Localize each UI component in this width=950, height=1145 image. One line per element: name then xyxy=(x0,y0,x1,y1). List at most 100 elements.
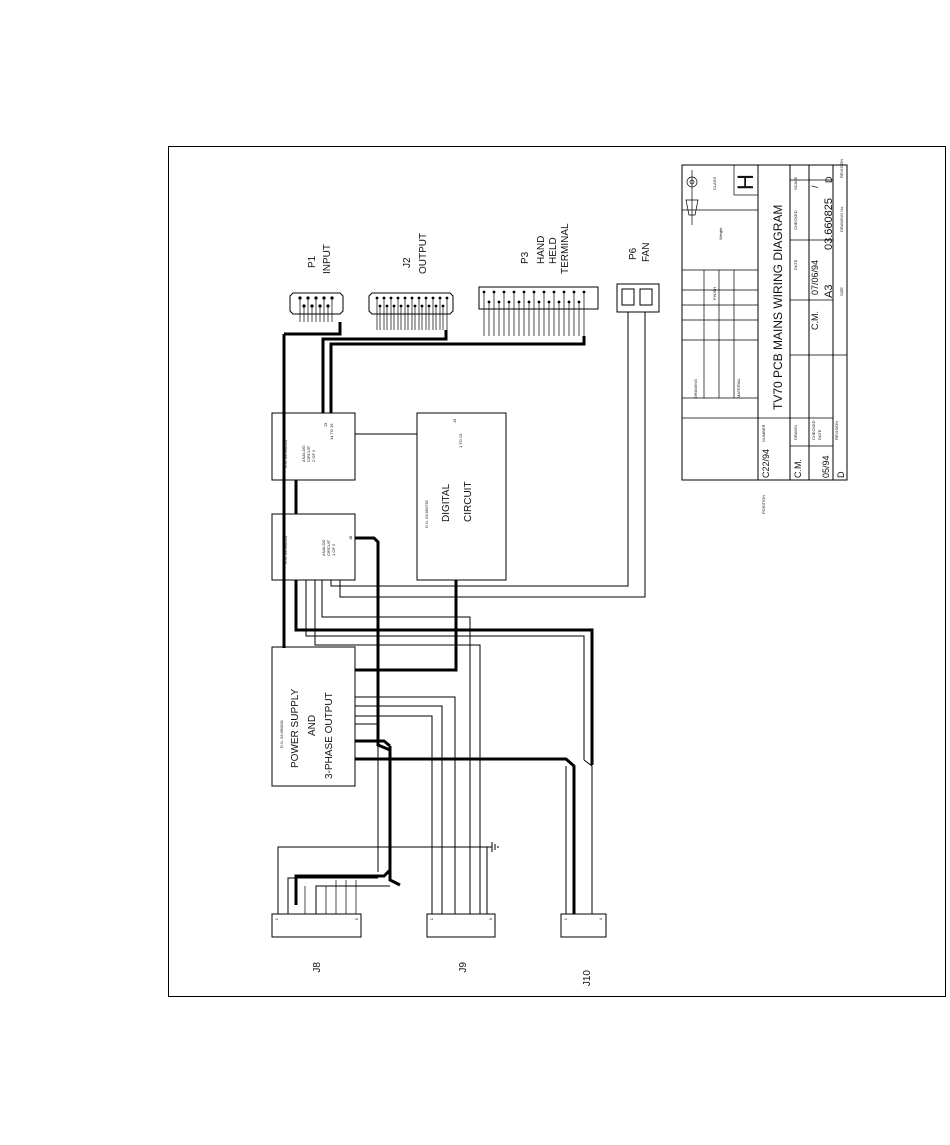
projection-symbol-icon xyxy=(685,170,699,225)
analog-b-jack: J8 xyxy=(348,535,353,540)
power-j10-bus xyxy=(355,757,576,914)
p3-terminal-connector[interactable] xyxy=(478,286,599,336)
tb-scale: / xyxy=(810,185,820,188)
p3-line2: HELD xyxy=(548,237,559,264)
tb-class-label: CLASS xyxy=(712,177,717,190)
tb-date-label-2: DATE xyxy=(793,259,798,270)
analog-circuit-2-block[interactable] xyxy=(271,412,356,481)
p6-fan-connector[interactable] xyxy=(616,283,660,313)
fan-wire-2 xyxy=(339,312,646,598)
digital-power-bus xyxy=(355,580,458,672)
tb-checked-label-2: CHECKED xyxy=(793,210,798,230)
p1-name: INPUT xyxy=(322,244,333,274)
ground-wire xyxy=(277,846,492,914)
j10-feed-1 xyxy=(583,759,593,914)
tb-drawn-by: C.M. xyxy=(793,459,803,478)
tb-drawn-label: DRAWN xyxy=(793,425,798,440)
tb-drawn-by-2: C.M. xyxy=(810,311,820,330)
j9-connector[interactable] xyxy=(426,913,496,938)
tb-title: TV70 PCB MAINS WIRING DIAGRAM xyxy=(771,205,785,410)
tb-drawing-label: DRAWING xyxy=(693,379,698,398)
drawing-frame xyxy=(168,146,946,997)
title-block xyxy=(681,164,848,481)
digital-line1: DIGITAL xyxy=(441,483,452,522)
analog-j9-wire-2 xyxy=(321,580,471,914)
tb-weight-label: Weight xyxy=(718,227,723,240)
p3-bus xyxy=(329,336,586,413)
power-j8-heavy xyxy=(294,746,392,905)
analog-j10-wire xyxy=(305,580,585,760)
tb-material-label: MATERIAL xyxy=(736,378,741,398)
tb-number: C22/94 xyxy=(761,449,771,478)
digital-ref: D.N. 03.660762 xyxy=(424,499,429,528)
tb-number-label: NUMBER xyxy=(761,425,766,442)
tb-rev-letter: D xyxy=(824,176,834,183)
digital-circuit-block[interactable] xyxy=(416,412,507,581)
tb-date: 07/06/94 xyxy=(810,260,820,295)
tb-position-label: POSITION xyxy=(761,495,766,514)
digital-line2: CIRCUIT xyxy=(463,481,474,522)
power-ref: D.N. 03.660831 xyxy=(279,719,284,748)
j10-connector[interactable] xyxy=(560,913,607,938)
j8-connector[interactable] xyxy=(271,913,362,938)
tb-revision: D xyxy=(836,471,846,478)
power-line3: 3-PHASE OUTPUT xyxy=(324,692,335,779)
analog-a-jack-range: 14 TO 26 xyxy=(329,423,334,440)
analog-b-line1: ANALOG xyxy=(321,539,326,556)
tb-drawing-no: 03.660825 xyxy=(823,198,835,250)
j9-pin-last: 9 xyxy=(488,917,493,920)
tb-size: A3 xyxy=(823,285,835,298)
power-j9-wire-3 xyxy=(355,715,433,914)
tb-revision-label: REVISION xyxy=(834,421,839,440)
digital-jack-range: 1 TO 13 xyxy=(458,433,463,448)
p1-bus-tap xyxy=(284,322,342,336)
j9-label: J9 xyxy=(458,962,469,973)
power-j8-bus xyxy=(355,739,391,748)
p1-pins xyxy=(298,296,334,308)
analog-a-line3: 2 OF 2 xyxy=(311,449,316,462)
p3-label: P3 xyxy=(520,251,531,264)
analog-a-jack: J3 xyxy=(323,422,328,427)
j8-feed-2 xyxy=(315,885,390,914)
j10-pin-last: 4 xyxy=(598,917,603,920)
j2-name: OUTPUT xyxy=(418,233,429,274)
j10-label: J10 xyxy=(582,970,593,987)
j8-label: J8 xyxy=(312,962,323,973)
j2-output-connector[interactable] xyxy=(368,292,454,330)
tb-date-short: 05/94 xyxy=(821,455,831,478)
power-j9-wire-1 xyxy=(355,696,456,914)
analog-a-line2: CIRCUIT xyxy=(306,445,311,462)
power-j8-wire-a xyxy=(355,723,379,872)
analog-a-line1: ANALOG xyxy=(301,445,306,462)
j9-pin-first: 1 xyxy=(429,917,434,920)
analog-power-bus xyxy=(294,580,594,765)
p3-line3: TERMINAL xyxy=(560,223,571,274)
power-j9-wire-2 xyxy=(355,705,443,914)
j2-label: J2 xyxy=(402,257,413,268)
j2-bus xyxy=(321,330,448,413)
p1-input-connector[interactable] xyxy=(289,292,344,322)
power-supply-block[interactable] xyxy=(271,646,356,787)
fan-wire-1 xyxy=(330,312,629,587)
p6-name: FAN xyxy=(641,243,652,262)
tb-rev-label: REVISION xyxy=(839,159,844,178)
j10-pin-first: 1 xyxy=(563,917,568,920)
digital-jack: J3 xyxy=(452,418,457,423)
ground-symbol xyxy=(491,842,499,852)
p3-line1: HAND xyxy=(536,236,547,264)
tb-checked-label: CHECKED xyxy=(811,420,816,440)
power-line2: AND xyxy=(307,715,318,736)
j8-pin-last: 9 xyxy=(354,917,359,920)
analog-circuit-1-block[interactable] xyxy=(271,513,356,581)
tb-class-letter: H xyxy=(733,174,758,190)
tb-size-label: SIZE xyxy=(839,287,844,296)
analog-b-line2: CIRCUIT xyxy=(326,539,331,556)
tb-drawing-no-label: DRAWING No. xyxy=(839,205,844,232)
power-line1: POWER SUPPLY xyxy=(290,688,301,768)
tb-finish-label: FINISH xyxy=(712,287,717,300)
analog-j9-wire-1 xyxy=(314,580,481,914)
analog-b-line3: 1 OF 2 xyxy=(331,543,336,556)
p6-label: P6 xyxy=(628,247,639,260)
tb-date-label: DATE xyxy=(817,429,822,440)
